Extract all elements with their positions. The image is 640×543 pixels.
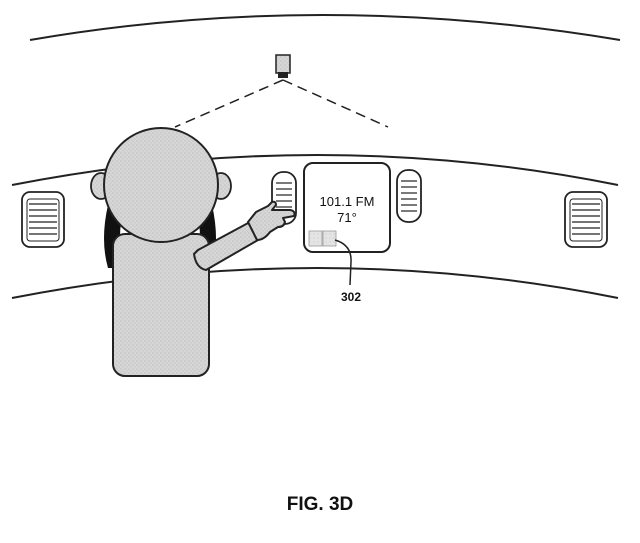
touch-button-right[interactable] bbox=[322, 230, 337, 247]
temperature-text: 71° bbox=[337, 210, 357, 225]
overhead-camera bbox=[275, 54, 291, 78]
touch-control-buttons[interactable] bbox=[308, 230, 337, 247]
center-right-air-vent bbox=[396, 169, 422, 223]
infotainment-display[interactable] bbox=[303, 162, 391, 253]
camera-view-line-right bbox=[282, 79, 389, 128]
right-outer-air-vent bbox=[564, 191, 608, 248]
figure-label: FIG. 3D bbox=[286, 494, 354, 515]
left-outer-air-vent bbox=[21, 191, 65, 248]
radio-station-text: 101.1 FM bbox=[320, 194, 375, 209]
reference-leader-line bbox=[334, 239, 352, 286]
windshield-curve bbox=[29, 14, 621, 41]
dashboard-bottom-edge bbox=[11, 267, 619, 299]
reference-number-302: 302 bbox=[341, 290, 361, 304]
touch-button-left[interactable] bbox=[308, 230, 323, 247]
driver-hand bbox=[247, 200, 296, 241]
dashboard-top-edge bbox=[11, 154, 619, 186]
driver-head bbox=[103, 127, 219, 243]
camera-view-line-left bbox=[174, 79, 284, 128]
